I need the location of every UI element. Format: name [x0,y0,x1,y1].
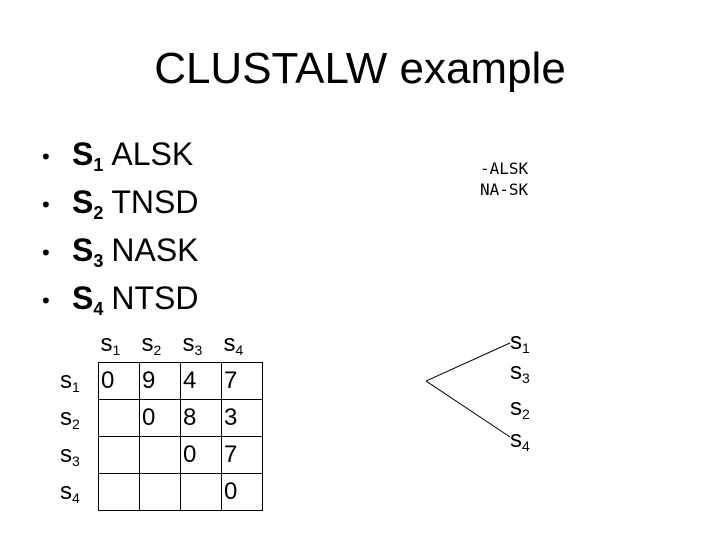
matrix-col-header: s2 [141,330,162,358]
matrix-cell: 7 [221,362,263,400]
tree-leaf: s1 [510,328,530,356]
alignment-line: -ALSK [480,159,529,178]
sequence-index: 1 [93,155,104,175]
matrix-row: s2 0 8 3 [58,399,263,437]
sequence-item: • S1 ALSK [42,130,199,178]
guide-tree-lines [426,342,511,438]
matrix-cell: 7 [221,436,263,474]
sequence-index: 3 [93,251,104,271]
sequence-item: • S3 NASK [42,226,199,274]
matrix-cell [98,399,140,437]
matrix-cell [139,436,181,474]
guide-tree: s1 s3 s2 s4 [426,328,606,460]
tree-leaf: s2 [510,394,530,422]
matrix-cell: 8 [180,399,222,437]
sequence-letter: S [72,184,94,220]
sequence-letter: S [72,232,94,268]
sequence-index: 2 [93,203,104,223]
alignment-block: -ALSK NA-SK [480,158,528,200]
matrix-corner [58,326,99,363]
matrix-col-header: s4 [223,330,244,358]
alignment-line: NA-SK [480,180,529,199]
sequence-letter: S [72,280,94,316]
matrix-cell: 4 [180,362,222,400]
matrix-col-header: s1 [100,330,121,358]
sequence-item: • S2 TNSD [42,178,199,226]
sequence-letter: S [72,136,94,172]
tree-leaf: s3 [510,358,530,386]
matrix-cell [98,436,140,474]
matrix-cell [98,473,140,511]
tree-leaf: s4 [510,426,530,454]
matrix-cell [180,473,222,511]
tree-branch [426,342,511,382]
bullet-icon: • [42,239,50,265]
matrix-row-header: s1 [60,367,80,395]
sequence-item: • S4 NTSD [42,274,199,322]
matrix-cell [139,473,181,511]
sequence-index: 4 [93,299,104,319]
bullet-icon: • [42,191,50,217]
distance-matrix: s1 s2 s3 s4 s1 0 9 4 7 s2 0 8 3 s3 0 7 s… [58,326,263,511]
matrix-row-header: s3 [60,441,80,469]
matrix-col-header: s3 [182,330,203,358]
matrix-row: s1 0 9 4 7 [58,362,263,400]
matrix-cell: 0 [98,362,140,400]
sequence-string: TNSD [111,184,199,220]
matrix-row: s3 0 7 [58,436,263,474]
matrix-header-row: s1 s2 s3 s4 [58,326,263,363]
sequence-string: NTSD [111,280,199,316]
slide-title: CLUSTALW example [154,44,566,93]
matrix-cell: 0 [221,473,263,511]
bullet-icon: • [42,287,50,313]
bullet-icon: • [42,143,50,169]
matrix-row-header: s2 [60,404,80,432]
matrix-cell: 3 [221,399,263,437]
tree-branch [426,380,511,438]
matrix-row: s4 0 [58,473,263,511]
matrix-cell: 0 [180,436,222,474]
sequence-string: ALSK [111,136,194,172]
matrix-row-header: s4 [60,478,80,506]
sequence-string: NASK [111,232,199,268]
matrix-cell: 0 [139,399,181,437]
matrix-cell: 9 [139,362,181,400]
